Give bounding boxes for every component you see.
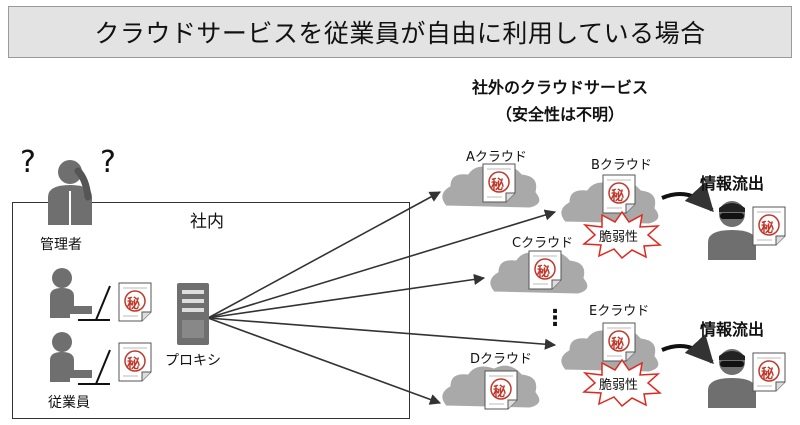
cloud-b-label: Bクラウド — [591, 158, 652, 173]
secret-document-leak-top: 秘 — [752, 206, 786, 246]
proxy-label: プロキシ — [165, 353, 221, 369]
arrow-to-cloud-a — [207, 191, 441, 319]
secret-document-cloud-a: 秘 — [482, 163, 516, 203]
cloud-a-label: Aクラウド — [466, 150, 527, 165]
secret-mark: 秘 — [491, 178, 505, 193]
leak-arrow-e — [661, 333, 714, 365]
internal-box-label: 社内 — [190, 212, 224, 232]
thief-icon-bottom — [708, 349, 756, 408]
vulnerability-burst-b: 脆弱性 — [582, 210, 662, 260]
external-heading-line1: 社外のクラウドサービス — [471, 78, 648, 97]
leak-arrow-b — [661, 181, 714, 213]
cloud-c-label: Cクラウド — [512, 236, 574, 251]
vulnerability-label-e: 脆弱性 — [599, 378, 639, 393]
secret-mark: 秘 — [537, 265, 551, 280]
employee-label: 従業員 — [48, 395, 90, 411]
vulnerability-label-b: 脆弱性 — [599, 230, 639, 245]
question-mark-right: ? — [100, 145, 116, 180]
arrow-to-cloud-b — [207, 209, 557, 319]
cloud-d-label: Dクラウド — [470, 352, 533, 367]
secret-document-cloud-c: 秘 — [528, 250, 562, 290]
external-heading: 社外のクラウドサービス （安全性は不明） — [440, 74, 680, 125]
secret-mark: 秘 — [611, 189, 625, 204]
secret-document-employee-1: 秘 — [118, 282, 152, 322]
leak-label-bottom: 情報流出 — [700, 320, 765, 339]
secret-document-cloud-e: 秘 — [602, 322, 636, 362]
secret-mark: 秘 — [611, 337, 625, 352]
more-clouds-ellipsis: ⋮ — [544, 306, 566, 331]
external-heading-line2: （安全性は不明） — [495, 105, 624, 124]
internal-network-box — [12, 202, 410, 419]
secret-mark: 秘 — [127, 297, 141, 312]
secret-mark: 秘 — [127, 357, 141, 372]
admin-person-icon — [48, 160, 92, 225]
admin-label: 管理者 — [40, 237, 82, 253]
employee-icon-1 — [50, 268, 111, 321]
arrow-to-cloud-c — [207, 273, 486, 319]
employee-icon-2 — [50, 332, 111, 385]
question-mark-left: ? — [20, 145, 36, 180]
secret-document-cloud-b: 秘 — [602, 174, 636, 214]
leak-label-top: 情報流出 — [700, 174, 765, 193]
secret-mark: 秘 — [493, 385, 507, 400]
proxy-server-icon — [177, 283, 209, 345]
secret-mark: 秘 — [761, 221, 775, 236]
secret-document-cloud-d: 秘 — [484, 370, 518, 410]
secret-document-employee-2: 秘 — [118, 342, 152, 382]
arrow-to-cloud-d — [207, 317, 442, 405]
thief-icon-top — [708, 201, 756, 260]
secret-mark: 秘 — [761, 367, 775, 382]
arrow-to-cloud-e — [207, 317, 557, 350]
secret-document-leak-bottom: 秘 — [752, 352, 786, 392]
vulnerability-burst-e: 脆弱性 — [582, 358, 662, 408]
cloud-e-label: Eクラウド — [589, 304, 650, 319]
page-title: クラウドサービスを従業員が自由に利用している場合 — [8, 6, 792, 58]
